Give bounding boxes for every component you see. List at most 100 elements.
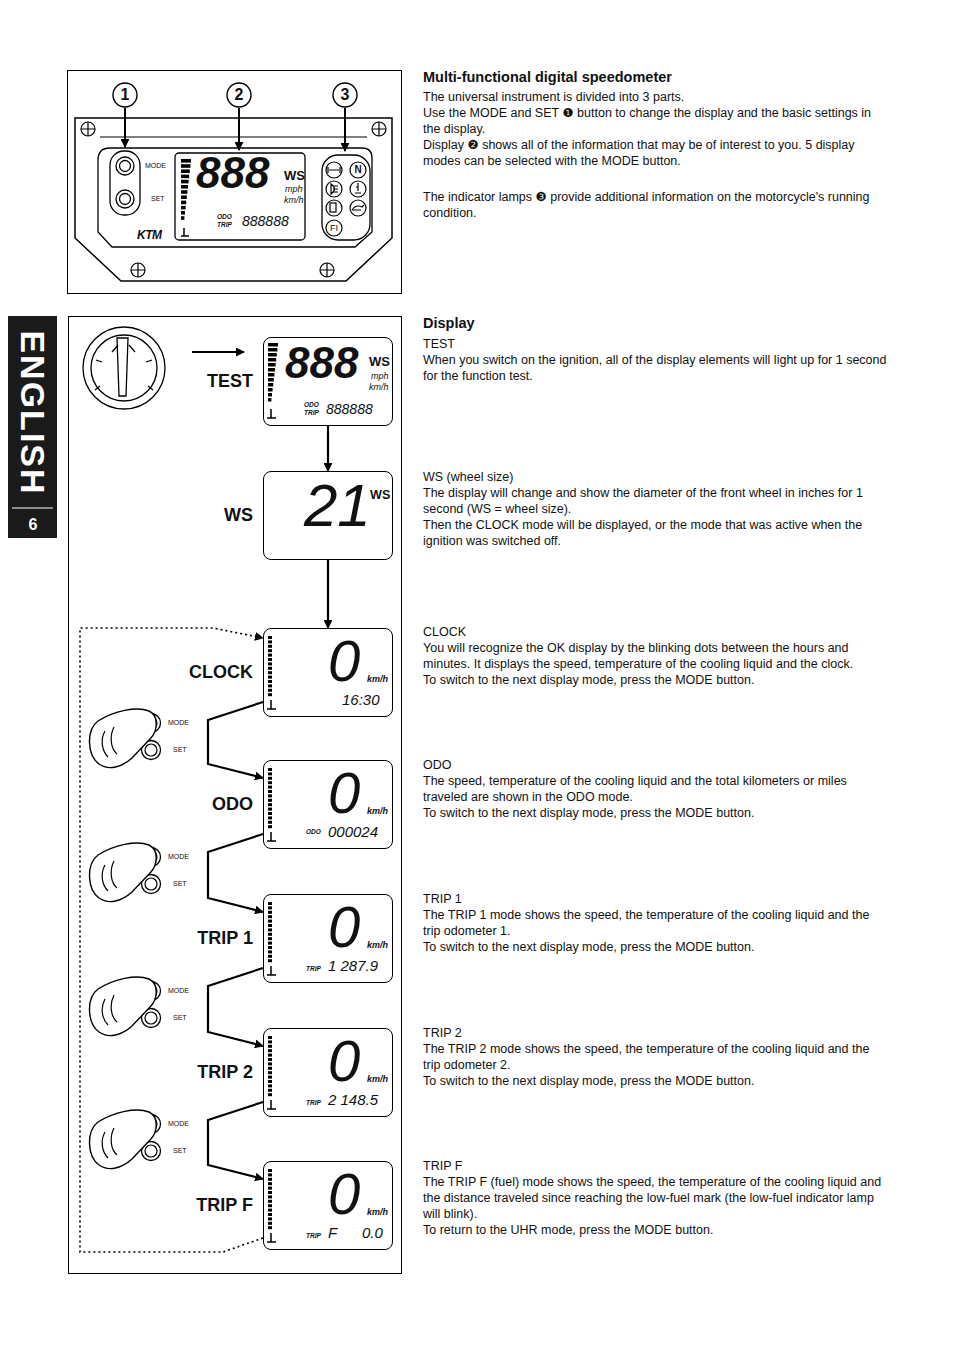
lcd-readout: km/h [367, 806, 388, 816]
lcd-screen: CLOCK0km/h16:30 [263, 628, 393, 717]
bar-segment [268, 353, 277, 357]
bar-segment [268, 1182, 272, 1185]
callout-number: 1 [121, 86, 130, 104]
bar-segment [268, 816, 272, 819]
bar-segment [181, 216, 184, 220]
page-heading: Multi-functional digital speedometer [423, 69, 672, 86]
bar-segment [268, 794, 272, 797]
tab-divider [12, 508, 53, 509]
part-label: MODE [168, 1120, 189, 1128]
part-label: km/h [284, 195, 304, 205]
drawing-stroke [326, 162, 342, 178]
lcd-readout: 1 287.9 [328, 957, 378, 974]
body-text: The indicator lamps ❸ provide additional… [423, 189, 887, 221]
lcd-readout: 888888 [326, 401, 373, 417]
bar-segment [268, 777, 272, 780]
part-label: N [354, 164, 361, 176]
lcd-readout: ODO [306, 828, 321, 835]
body-text: To switch to the next display mode, pres… [423, 672, 887, 688]
drawing-stroke [227, 83, 251, 107]
bar-segment [181, 190, 187, 194]
bar-segment [181, 164, 190, 168]
bar-segment [268, 1191, 272, 1194]
bar-segment [268, 1213, 272, 1216]
lcd-readout: 2 148.5 [328, 1091, 378, 1108]
bar-segment [268, 680, 272, 683]
drawing-stroke [326, 200, 342, 216]
callout-circles [113, 83, 357, 107]
drawing-stroke [331, 184, 338, 194]
bar-segment [268, 959, 272, 962]
bar-segment [181, 211, 185, 215]
text-column: WS (wheel size)The display will change a… [423, 469, 887, 549]
bar-segment [268, 937, 272, 940]
drawing-stroke [372, 122, 386, 136]
bar-segment [268, 1222, 272, 1225]
bar-segment [268, 645, 272, 648]
lcd-readout: km/h [367, 1207, 388, 1217]
drawing-stroke [372, 122, 386, 136]
bar-segment [268, 363, 276, 367]
mode-heading: CLOCK [189, 662, 253, 683]
bar-segment [268, 808, 272, 811]
thermometer-icon [267, 1100, 276, 1109]
body-text: Display ❷ shows all of the information t… [423, 137, 887, 169]
part-label: WS [284, 169, 305, 184]
drawing-stroke [330, 203, 336, 212]
mode-connector [208, 834, 263, 912]
bar-segment [268, 358, 276, 362]
bar-segment [268, 906, 272, 909]
lcd-readout: 21 [304, 476, 371, 536]
drawing-stroke [328, 167, 340, 173]
part-label: SET [173, 746, 187, 754]
lcd-screen: TRIP 20km/hTRIP2 148.5 [263, 1028, 393, 1117]
lcd-readout: 0 [328, 898, 360, 956]
lcd-screen: TRIP 10km/hTRIP1 287.9 [263, 894, 393, 983]
bar-segment [268, 1054, 272, 1057]
part-label: SET [173, 880, 187, 888]
lcd-readout: 0.0 [362, 1224, 383, 1241]
body-text: To switch to the next display mode, pres… [423, 805, 887, 821]
buttons [116, 157, 134, 208]
body-text: When you switch on the ignition, all of … [423, 352, 887, 384]
drawing-stroke [81, 122, 95, 136]
mode-heading: TRIP 1 [197, 928, 253, 949]
drawing-stroke [320, 263, 334, 277]
mode-connector [208, 702, 263, 778]
text-column: TRIP 1The TRIP 1 mode shows the speed, t… [423, 891, 887, 955]
part-label: 888888 [242, 213, 289, 229]
language-tab [8, 316, 57, 538]
drawing-stroke [350, 181, 366, 197]
bar-segment [268, 946, 272, 949]
mode-heading: TRIP 2 [197, 1062, 253, 1083]
lcd-readout: 0 [328, 632, 360, 690]
body-text: TRIP F [423, 1158, 887, 1174]
body-text: The TRIP 2 mode shows the speed, the tem… [423, 1041, 887, 1073]
mode-heading: TRIP F [196, 1195, 253, 1216]
body-text: To switch to the next display mode, pres… [423, 1073, 887, 1089]
mode-connector [208, 1102, 263, 1179]
lcd-screen: WS21WS [263, 471, 393, 560]
figure-frame [69, 317, 402, 1274]
drawing-stroke [344, 108, 346, 151]
bar-segment [268, 658, 272, 661]
bar-segment [268, 667, 272, 670]
lcd-readout: km/h [367, 940, 388, 950]
bar-segment [268, 933, 272, 936]
mode-heading: ODO [212, 794, 253, 815]
lcd-screen: TRIP F0km/hTRIPF0.0 [263, 1161, 393, 1250]
drawing-stroke [113, 83, 137, 107]
lcd-readout: F [328, 1224, 337, 1241]
part-label: MODE [168, 987, 189, 995]
bar-segment [268, 786, 272, 789]
bar-segment [268, 373, 274, 377]
bar-segment [268, 1217, 272, 1220]
bar-segment [268, 911, 272, 914]
bar-segment [268, 1226, 272, 1229]
bar-segment [268, 1076, 272, 1079]
bar-segment [268, 1080, 272, 1083]
bar-segment [268, 803, 272, 806]
drawing-stroke [95, 386, 153, 390]
lcd-readout: 0 [328, 764, 360, 822]
